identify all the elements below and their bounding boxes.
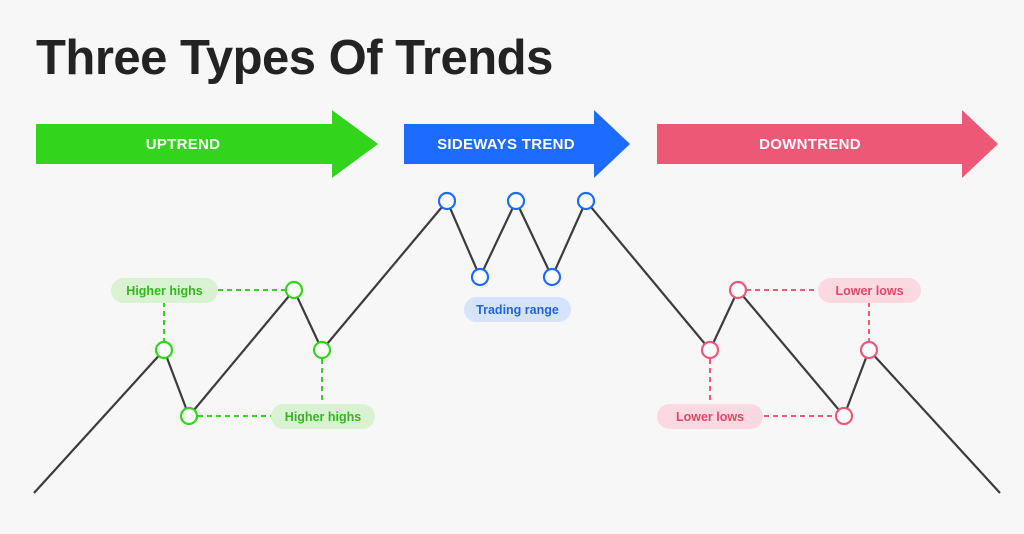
downtrend-lower-lows-top: Lower lows <box>818 278 921 303</box>
pill-background <box>818 278 921 303</box>
price-line <box>33 198 1001 494</box>
page-title: Three Types Of Trends <box>36 31 553 85</box>
uptrend-connectors <box>163 289 323 417</box>
pill-background <box>271 404 375 429</box>
pill-background <box>657 404 763 429</box>
pill-background <box>111 278 218 303</box>
downtrend-arrow: DOWNTREND <box>657 110 998 178</box>
pill-label: Trading range <box>476 303 559 317</box>
uptrend-swing-point <box>312 340 332 360</box>
downtrend-swing-point <box>700 340 720 360</box>
sideways-swing-point <box>542 267 562 287</box>
pill-background <box>464 297 571 322</box>
sideways-swing-point <box>470 267 490 287</box>
downtrend-points <box>700 280 879 426</box>
downtrend-label: DOWNTREND <box>759 136 861 153</box>
pill-label: Higher highs <box>126 284 202 298</box>
downtrend-lower-lows-bottom: Lower lows <box>657 404 763 429</box>
sideways-swing-point <box>437 191 457 211</box>
uptrend-label: UPTREND <box>146 136 221 153</box>
pill-label: Higher highs <box>285 410 361 424</box>
pill-label: Lower lows <box>676 410 744 424</box>
downtrend-connectors <box>709 289 870 417</box>
sideways-arrow-shape <box>404 110 630 178</box>
downtrend-swing-point <box>834 406 854 426</box>
uptrend-swing-point <box>179 406 199 426</box>
sideways-trading-range: Trading range <box>464 297 571 322</box>
uptrend-points <box>154 280 332 426</box>
uptrend-swing-point <box>284 280 304 300</box>
uptrend-arrow-shape <box>36 110 378 178</box>
downtrend-swing-point <box>859 340 879 360</box>
sideways-arrow: SIDEWAYS TREND <box>404 110 630 178</box>
downtrend-arrow-shape <box>657 110 998 178</box>
pill-label: Lower lows <box>835 284 903 298</box>
sideways-swing-point <box>576 191 596 211</box>
sideways-label: SIDEWAYS TREND <box>437 136 575 153</box>
uptrend-higher-highs-bottom: Higher highs <box>271 404 375 429</box>
uptrend-swing-point <box>154 340 174 360</box>
downtrend-swing-point <box>728 280 748 300</box>
sideways-points <box>437 191 596 287</box>
uptrend-arrow: UPTREND <box>36 110 378 178</box>
sideways-swing-point <box>506 191 526 211</box>
uptrend-higher-highs-top: Higher highs <box>111 278 218 303</box>
